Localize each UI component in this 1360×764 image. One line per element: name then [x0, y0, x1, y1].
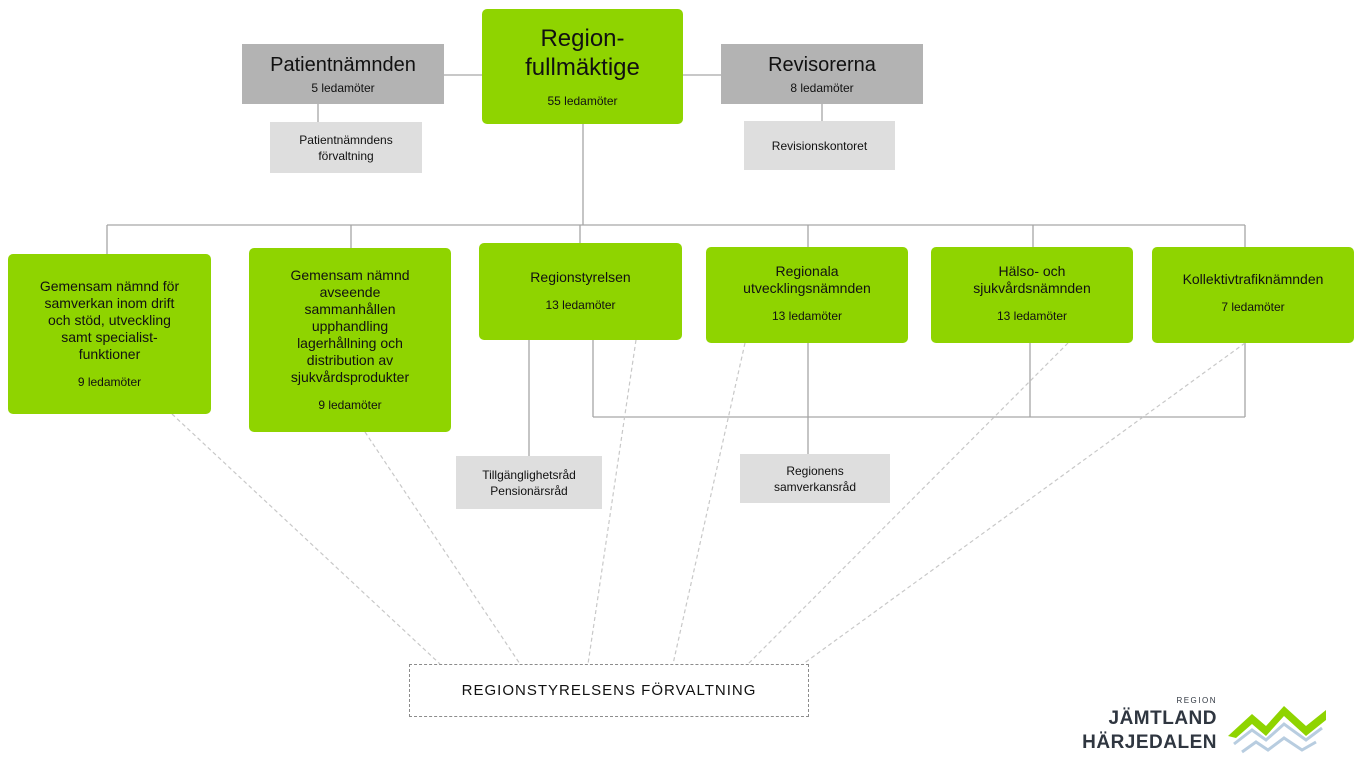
committee-title: Regionala utvecklingsnämnden: [743, 263, 871, 296]
samverkansrad-box: Regionens samverkansråd: [740, 454, 890, 503]
patientnamnden-members: 5 ledamöter: [311, 80, 375, 95]
committee-box: Kollektivtrafiknämnden 7 ledamöter: [1152, 247, 1354, 343]
patientnamnden-box: Patientnämnden 5 ledamöter: [242, 44, 444, 104]
committee-members: 13 ledamöter: [545, 298, 616, 312]
regionfullmaktige-box: Region- fullmäktige 55 ledamöter: [482, 9, 683, 124]
committee-title: Hälso- och sjukvårdsnämnden: [973, 263, 1091, 296]
patientnamndens-forvaltning-label: Patientnämndens förvaltning: [299, 132, 393, 163]
committee-title: Gemensam nämnd avseende sammanhållen upp…: [290, 267, 410, 385]
revisionskontoret-label: Revisionskontoret: [771, 138, 868, 153]
tillganglighetsrad-label: Tillgänglighetsråd Pensionärsråd: [482, 467, 576, 498]
patientnamndens-forvaltning-box: Patientnämndens förvaltning: [270, 122, 422, 173]
regionstyrelsens-forvaltning-box: REGIONSTYRELSENS FÖRVALTNING: [409, 664, 809, 717]
committee-members: 9 ledamöter: [318, 398, 382, 412]
committee-title: Gemensam nämnd för samverkan inom drift …: [39, 278, 180, 362]
logo-line-2: HÄRJEDALEN: [1082, 732, 1217, 753]
revisorerna-box: Revisorerna 8 ledamöter: [721, 44, 923, 104]
samverkansrad-label: Regionens samverkansråd: [773, 463, 857, 494]
committee-title: Regionstyrelsen: [530, 269, 631, 285]
revisorerna-members: 8 ledamöter: [790, 80, 854, 95]
logo-region-text: REGION: [1176, 696, 1217, 705]
committee-box: Gemensam nämnd för samverkan inom drift …: [8, 254, 211, 414]
region-logo: REGION JÄMTLAND HÄRJEDALEN: [1082, 696, 1336, 758]
revisionskontoret-box: Revisionskontoret: [744, 121, 895, 170]
tillganglighetsrad-box: Tillgänglighetsråd Pensionärsråd: [456, 456, 602, 509]
regionfullmaktige-members: 55 ledamöter: [547, 94, 618, 108]
regionfullmaktige-title: Region- fullmäktige: [525, 25, 640, 81]
committee-box: Regionala utvecklingsnämnden 13 ledamöte…: [706, 247, 908, 343]
committee-members: 13 ledamöter: [996, 309, 1068, 323]
committee-members: 7 ledamöter: [1221, 300, 1285, 314]
regionstyrelsens-forvaltning-label: REGIONSTYRELSENS FÖRVALTNING: [461, 682, 757, 699]
committee-members: 9 ledamöter: [77, 375, 142, 389]
mountain-logo-icon: [1228, 706, 1326, 754]
logo-line-1: JÄMTLAND: [1108, 708, 1217, 729]
committee-box: Hälso- och sjukvårdsnämnden 13 ledamöter: [931, 247, 1133, 343]
committee-title: Kollektivtrafiknämnden: [1182, 271, 1324, 287]
regionstyrelsen-box: Regionstyrelsen 13 ledamöter: [479, 243, 682, 340]
patientnamnden-title: Patientnämnden: [270, 53, 416, 76]
committee-members: 13 ledamöter: [771, 309, 843, 323]
revisorerna-title: Revisorerna: [768, 53, 876, 76]
committee-box: Gemensam nämnd avseende sammanhållen upp…: [249, 248, 451, 432]
